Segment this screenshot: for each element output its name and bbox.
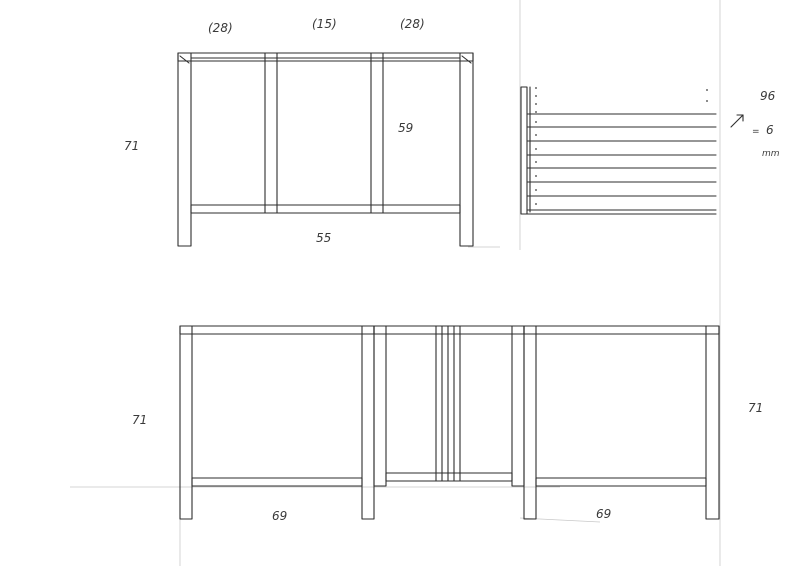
front-view-dimensions: (28) (15) (28) 71 59 55 <box>124 17 425 245</box>
front-top-label-middle: (15) <box>312 17 337 31</box>
arrow-icon <box>730 114 744 128</box>
front-top-label-left: (28) <box>208 21 233 35</box>
front-view-frame <box>177 52 474 247</box>
long-left-width-label: 69 <box>272 509 287 523</box>
side-view-stack <box>520 86 717 215</box>
long-view-dimensions: 71 71 69 69 <box>132 401 763 523</box>
long-left-height-label: 71 <box>132 413 147 427</box>
long-right-width-label: 69 <box>596 507 611 521</box>
side-unit-label: mm <box>762 149 780 159</box>
front-top-label-right: (28) <box>400 17 425 31</box>
side-count-label: 96 <box>760 89 776 103</box>
front-inner-height-label: 59 <box>398 121 413 135</box>
thickness-prefix: = <box>752 127 760 137</box>
side-view-dotted-guides <box>535 87 708 205</box>
side-thickness-label: 6 <box>766 123 774 137</box>
side-view-dimensions: 96 = 6 mm <box>730 89 780 159</box>
front-height-label: 71 <box>124 139 139 153</box>
long-right-height-label: 71 <box>748 401 763 415</box>
long-view-frame <box>179 325 720 520</box>
front-width-label: 55 <box>316 231 331 245</box>
